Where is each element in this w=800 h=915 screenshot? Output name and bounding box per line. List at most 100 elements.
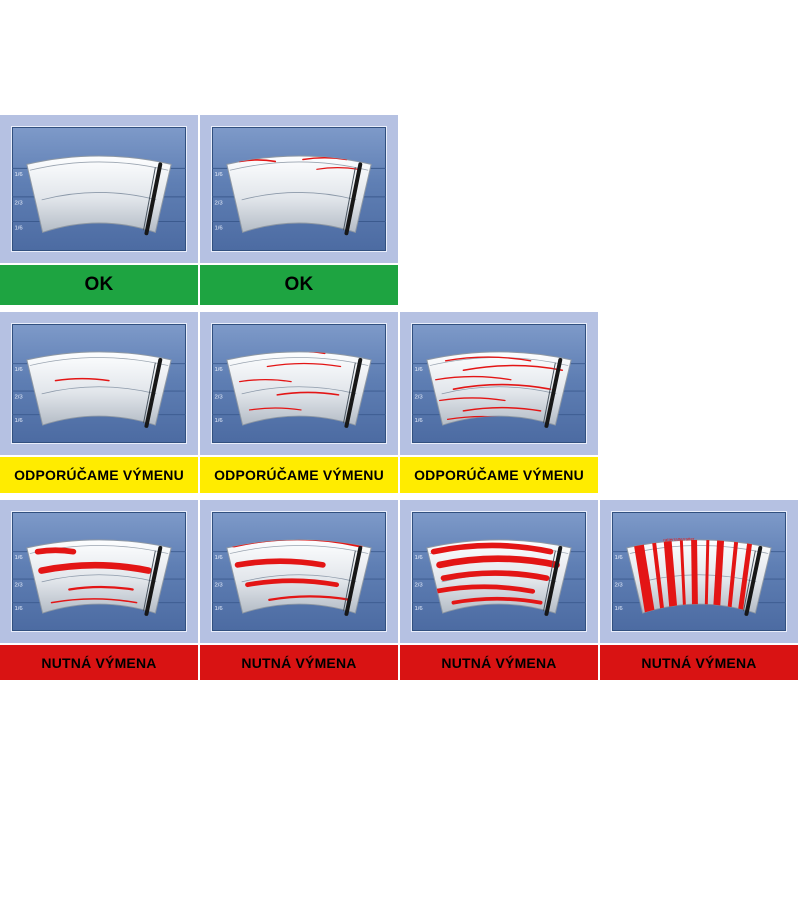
scale-label: 1/6 — [14, 172, 23, 178]
scale-label: 2/3 — [214, 583, 222, 589]
wiper-blade-line — [144, 546, 163, 616]
fan-mid-arc-line — [241, 192, 357, 201]
wiper-blade-shadow-line — [543, 362, 556, 424]
scale-label: 2/3 — [214, 395, 222, 401]
wiper-blade-line — [544, 546, 563, 616]
test-panel: 1/6 2/3 1/6 — [11, 511, 187, 632]
wiper-test-cell-one-streak: 1/6 2/3 1/6 — [0, 312, 200, 455]
scale-label: 1/6 — [614, 606, 622, 612]
wiper-blade-shadow-line — [743, 550, 756, 612]
scale-label: 1/6 — [14, 225, 23, 231]
wiper-test-cell-thick-smears: 1/6 2/3 1/6 — [0, 500, 200, 643]
scale-label: 1/6 — [14, 555, 22, 561]
wear-streaks — [430, 351, 564, 421]
wear-streaks — [54, 377, 110, 382]
fan-mid-arc-line — [441, 386, 557, 395]
wear-streaks — [430, 539, 560, 605]
scale-label: 1/6 — [14, 367, 22, 373]
status-label-warn: ODPORÚČAME VÝMENU — [0, 457, 200, 493]
wiper-blade-line — [344, 162, 363, 236]
wiper-test-cell-clean: 1/6 2/3 1/6 — [0, 115, 200, 263]
fan-top-arc-line — [29, 161, 169, 171]
scale-label: 1/6 — [414, 555, 422, 561]
fan-mid-arc-line — [241, 386, 357, 395]
wiper-sweep-area — [26, 351, 172, 426]
scale-label: 1/6 — [14, 418, 22, 424]
test-panels-row: 1/6 2/3 1/6 1/6 2/3 1/6 — [0, 115, 800, 263]
scale-label: 1/6 — [214, 225, 223, 231]
scale-label: 2/3 — [414, 583, 422, 589]
wiper-test-cell-severe-smears: 1/6 2/3 1/6 — [400, 500, 600, 643]
wiper-sweep-area — [226, 351, 372, 426]
wiper-blade-shadow-line — [543, 550, 556, 612]
scale-label: 2/3 — [14, 395, 22, 401]
wiper-fan-graphic: 1/6 2/3 1/6 — [12, 351, 186, 428]
scale-label: 1/6 — [614, 555, 622, 561]
scale-label: 2/3 — [414, 395, 422, 401]
wear-streaks — [34, 547, 152, 604]
wiper-sweep-area — [226, 155, 372, 233]
scale-label: 2/3 — [14, 583, 22, 589]
scale-label: 1/6 — [414, 606, 422, 612]
scale-label: 1/6 — [214, 367, 222, 373]
wiper-blade-line — [744, 546, 763, 616]
scale-label: 1/6 — [414, 418, 422, 424]
scale-label: 1/6 — [414, 367, 422, 373]
scale-label: 2/3 — [214, 201, 223, 207]
fan-top-arc-line — [629, 545, 769, 554]
status-label-bad: NUTNÁ VÝMENA — [400, 645, 600, 680]
test-panel: 1/6 2/3 1/6 — [11, 323, 187, 444]
wiper-fan-graphic: 1/6 2/3 1/6 — [412, 539, 586, 616]
wiper-blade-shadow-line — [343, 550, 356, 612]
status-label-warn: ODPORÚČAME VÝMENU — [400, 457, 600, 493]
status-label-bad: NUTNÁ VÝMENA — [200, 645, 400, 680]
status-label-ok: OK — [0, 265, 200, 305]
wiper-blade-shadow-line — [143, 167, 156, 231]
test-panel: 1/6 2/3 1/6 — [11, 126, 187, 252]
wiper-fan-graphic: 1/62/31/6 — [212, 351, 386, 428]
wiper-blade-line — [344, 358, 363, 428]
fan-mid-arc-line — [241, 574, 357, 583]
status-label-warn: ODPORÚČAME VÝMENU — [200, 457, 400, 493]
test-panel: 1/6 2/3 1/6 — [211, 126, 387, 252]
scale-label: 1/6 — [14, 606, 22, 612]
wiper-blade-line — [344, 546, 363, 616]
wiper-test-cell-many-streaks: 1/6 2/3 1/6 — [400, 312, 600, 455]
wiper-fan-graphic: 1/6 2/3 1/6 — [412, 351, 586, 428]
wiper-fan-graphic: 1/62/31/6 — [212, 539, 386, 616]
wiper-blade-shadow-line — [343, 362, 356, 424]
wiper-sweep-area — [26, 155, 172, 233]
wiper-sweep-area — [26, 539, 172, 614]
wiper-fan-graphic: 1/6 2/3 1/6 — [12, 155, 186, 236]
fan-mid-arc-line — [41, 386, 157, 395]
status-label-bad: NUTNÁ VÝMENA — [600, 645, 800, 680]
wiper-blade-line — [544, 358, 563, 428]
status-label-bad: NUTNÁ VÝMENA — [0, 645, 200, 680]
status-label-ok: OK — [200, 265, 400, 305]
fan-top-arc-line — [229, 545, 369, 554]
scale-label: 2/3 — [14, 201, 23, 207]
test-panel: 1/6 2/3 1/6 — [411, 323, 587, 444]
wiper-blade-line — [144, 358, 163, 428]
scale-label: 2/3 — [614, 583, 622, 589]
wear-streaks — [632, 539, 753, 614]
wiper-blade-shadow-line — [343, 167, 356, 231]
wiper-fan-graphic: 1/6 2/3 1/6 — [212, 155, 386, 236]
wiper-blade-shadow-line — [143, 362, 156, 424]
scale-label: 1/6 — [214, 172, 223, 178]
